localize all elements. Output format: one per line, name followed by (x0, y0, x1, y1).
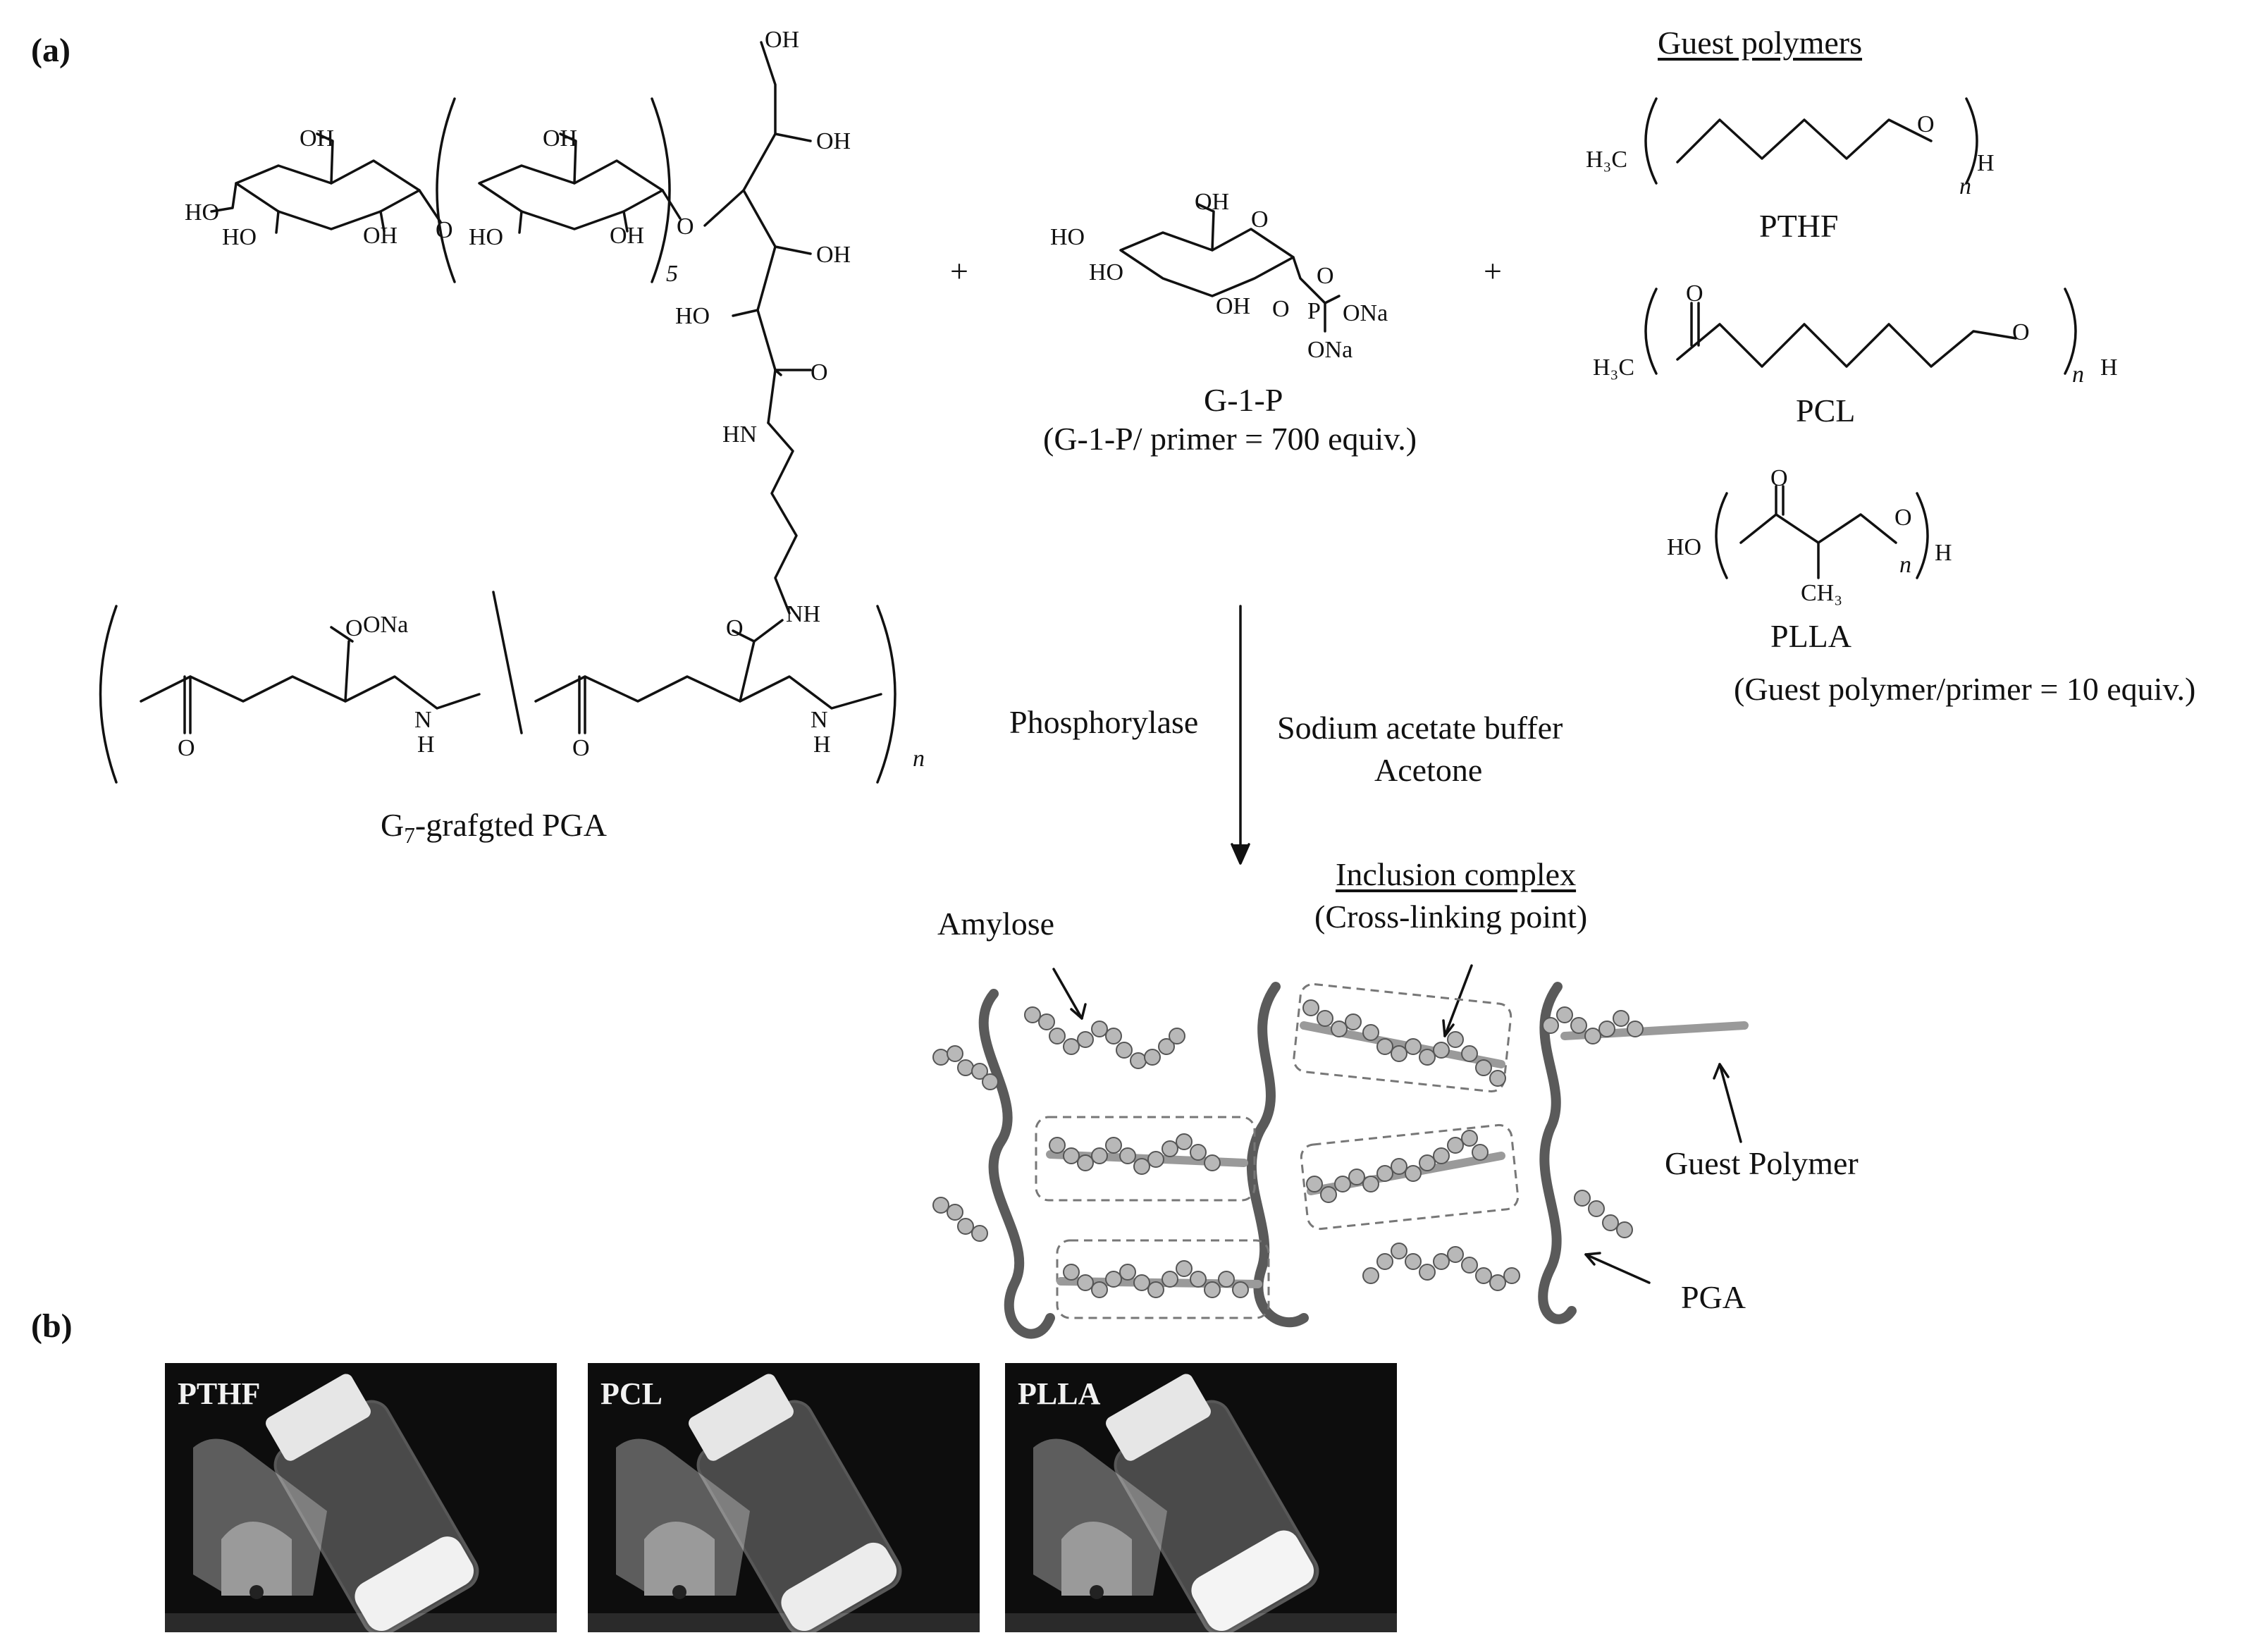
amylose-label: Amylose (937, 906, 1055, 942)
photo-label-pthf: PTHF (178, 1376, 261, 1411)
cross-linking-label: (Cross-linking point) (1314, 899, 1588, 935)
inclusion-box-1 (1035, 1116, 1256, 1202)
g1p-ho-label: HO (1089, 259, 1124, 285)
photo-pthf: PTHF (165, 1363, 557, 1632)
g1p-ratio: (G-1-P/ primer = 700 equiv.) (1043, 421, 1417, 457)
pcl-n: n (2072, 362, 2084, 388)
g1p-ona-label: ONa (1343, 300, 1388, 326)
primer-ho-label: HO (185, 199, 220, 226)
primer-o-label: O (572, 735, 590, 761)
primer-o-label: O (726, 615, 744, 641)
primer-o-label: O (178, 735, 195, 761)
photo-plla: PLLA (1005, 1363, 1397, 1632)
plla-n: n (1899, 552, 1911, 578)
g1p-oh-label: OH (1195, 189, 1230, 215)
primer-o-label: O (811, 359, 828, 386)
primer-repeat-n: n (913, 746, 925, 772)
panel-label-b: (b) (31, 1307, 73, 1345)
plla-o-label: O (1894, 505, 1912, 531)
g1p-ho-label: HO (1050, 224, 1085, 250)
inclusion-box-3 (1293, 982, 1512, 1093)
photo-label-plla: PLLA (1018, 1376, 1101, 1411)
pthf-o-label: O (1917, 111, 1935, 137)
primer-ho-label: HO (222, 224, 257, 250)
primer-oh-label: OH (543, 125, 578, 152)
pcl-left-group: H₃C (1593, 355, 1635, 381)
g1p-o-label: O (1317, 263, 1334, 289)
amylose-chain (932, 1045, 999, 1090)
vial-illustration (165, 1363, 557, 1632)
pcl-o-label: O (1686, 281, 1703, 307)
g1p-p-label: P (1307, 298, 1321, 324)
primer-oh-label: OH (816, 128, 851, 154)
glucose-ring-1 (235, 159, 421, 230)
plla-o-label: O (1770, 465, 1788, 491)
pga-label: PGA (1681, 1279, 1746, 1315)
primer-repeat-5: 5 (666, 261, 678, 287)
pga-backbone-3 (1538, 982, 1577, 1324)
condition-buffer: Sodium acetate buffer (1277, 710, 1563, 746)
glucose-ring-2 (478, 159, 664, 230)
primer-ho-label: HO (675, 303, 710, 329)
guest-polymer-label: Guest Polymer (1665, 1145, 1859, 1181)
plla-ch3: CH₃ (1801, 580, 1843, 606)
primer-n-label: N (414, 707, 432, 733)
primer-oh-label: OH (816, 242, 851, 268)
inclusion-complex-label: Inclusion complex (1336, 856, 1577, 892)
pthf-n: n (1959, 173, 1971, 199)
guest-ratio: (Guest polymer/primer = 10 equiv.) (1734, 671, 2196, 707)
plla-end: H (1935, 540, 1952, 566)
primer-oh-label: OH (610, 223, 645, 249)
primer-nh-label: NH (786, 601, 821, 627)
primer-ho-label: HO (469, 224, 504, 250)
primer-oh-label: OH (363, 223, 398, 249)
photo-pcl: PCL (588, 1363, 980, 1632)
g1p-ring (1119, 228, 1295, 297)
panel-label-a: (a) (31, 32, 70, 69)
inclusion-box-4 (1300, 1123, 1520, 1231)
vial-illustration (588, 1363, 980, 1632)
plus-sign-1: + (950, 253, 968, 289)
condition-acetone: Acetone (1374, 752, 1483, 788)
g1p-oh-label: OH (1216, 293, 1251, 319)
pcl-name: PCL (1796, 393, 1856, 429)
network-illustration (932, 982, 1749, 1339)
pcl-o-label: O (2012, 319, 2030, 345)
g1p-o-label: O (1251, 207, 1269, 233)
plla-name: PLLA (1770, 618, 1851, 654)
primer-o-label: O (345, 615, 363, 641)
g1p-name: G-1-P (1204, 382, 1283, 418)
plus-sign-2: + (1484, 253, 1502, 289)
primer-oh-label: OH (765, 27, 800, 53)
pthf-end: H (1977, 150, 1995, 176)
primer-name: G7-grafgted PGA (381, 807, 607, 849)
photo-label-pcl: PCL (600, 1376, 663, 1411)
primer-o-label: O (436, 217, 453, 243)
primer-ona-label: ONa (363, 612, 409, 638)
pga-backbone-1 (978, 989, 1055, 1339)
g1p-ona-minus-label: ONa (1307, 337, 1353, 363)
pcl-end: H (2100, 355, 2118, 381)
primer-h-label: H (417, 732, 435, 758)
primer-hn-label: HN (722, 421, 758, 448)
guest-polymers-heading: Guest polymers (1658, 25, 1863, 61)
primer-o-label: O (677, 214, 694, 240)
enzyme-label: Phosphorylase (1009, 704, 1199, 740)
primer-oh-label: OH (300, 125, 335, 152)
primer-n-label: N (811, 707, 828, 733)
primer-h-label: H (813, 732, 831, 758)
pthf-left-group: H₃C (1586, 147, 1628, 173)
pthf-name: PTHF (1759, 208, 1839, 244)
vial-illustration (1005, 1363, 1397, 1632)
g1p-o-label: O (1272, 296, 1290, 322)
plla-left-group: HO (1667, 534, 1702, 560)
pga-backbone-2 (1246, 982, 1309, 1328)
